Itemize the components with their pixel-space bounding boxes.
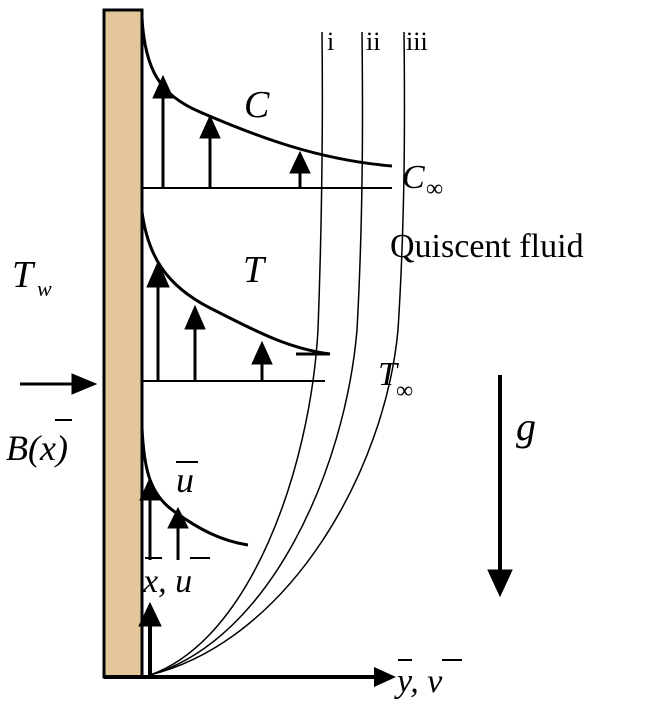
label-concentration: C bbox=[244, 84, 270, 126]
velocity-arrows bbox=[139, 476, 189, 560]
label-temperature-inf-sub: ∞ bbox=[396, 378, 413, 404]
label-boundary-ii: ii bbox=[366, 27, 380, 56]
boundary-curve-i bbox=[149, 31, 324, 676]
velocity-profile-curve bbox=[140, 427, 249, 547]
label-wall-temperature: T bbox=[12, 254, 36, 296]
label-temperature: T bbox=[243, 249, 267, 291]
label-boundary-iii: iii bbox=[406, 27, 428, 56]
magnetic-field-arrow bbox=[20, 373, 98, 395]
label-magnetic-field: B(x) bbox=[6, 428, 68, 468]
label-velocity: u bbox=[176, 460, 194, 500]
temperature-arrows bbox=[146, 260, 273, 381]
label-gravity: g bbox=[516, 404, 536, 449]
label-quiscent-fluid: Quiscent fluid bbox=[390, 228, 584, 265]
concentration-profile-curve bbox=[140, 17, 393, 168]
label-origin: x, u bbox=[142, 563, 192, 600]
label-concentration-inf: C bbox=[402, 159, 425, 196]
label-wall-temperature-sub: w bbox=[37, 276, 52, 301]
label-boundary-i: i bbox=[327, 27, 334, 56]
gravity-arrow bbox=[487, 375, 513, 598]
label-temperature-inf: T bbox=[378, 356, 399, 393]
label-concentration-inf-sub: ∞ bbox=[426, 176, 443, 202]
boundary-curve-iii bbox=[149, 31, 406, 676]
concentration-arrows bbox=[152, 74, 311, 188]
vertical-wall bbox=[102, 8, 144, 679]
origin-arrow bbox=[138, 601, 162, 677]
temperature-profile-curve bbox=[140, 211, 331, 356]
label-y-axis: y, v bbox=[394, 663, 443, 700]
y-axis-arrowhead bbox=[374, 667, 396, 687]
boundary-curve-ii bbox=[149, 31, 364, 676]
